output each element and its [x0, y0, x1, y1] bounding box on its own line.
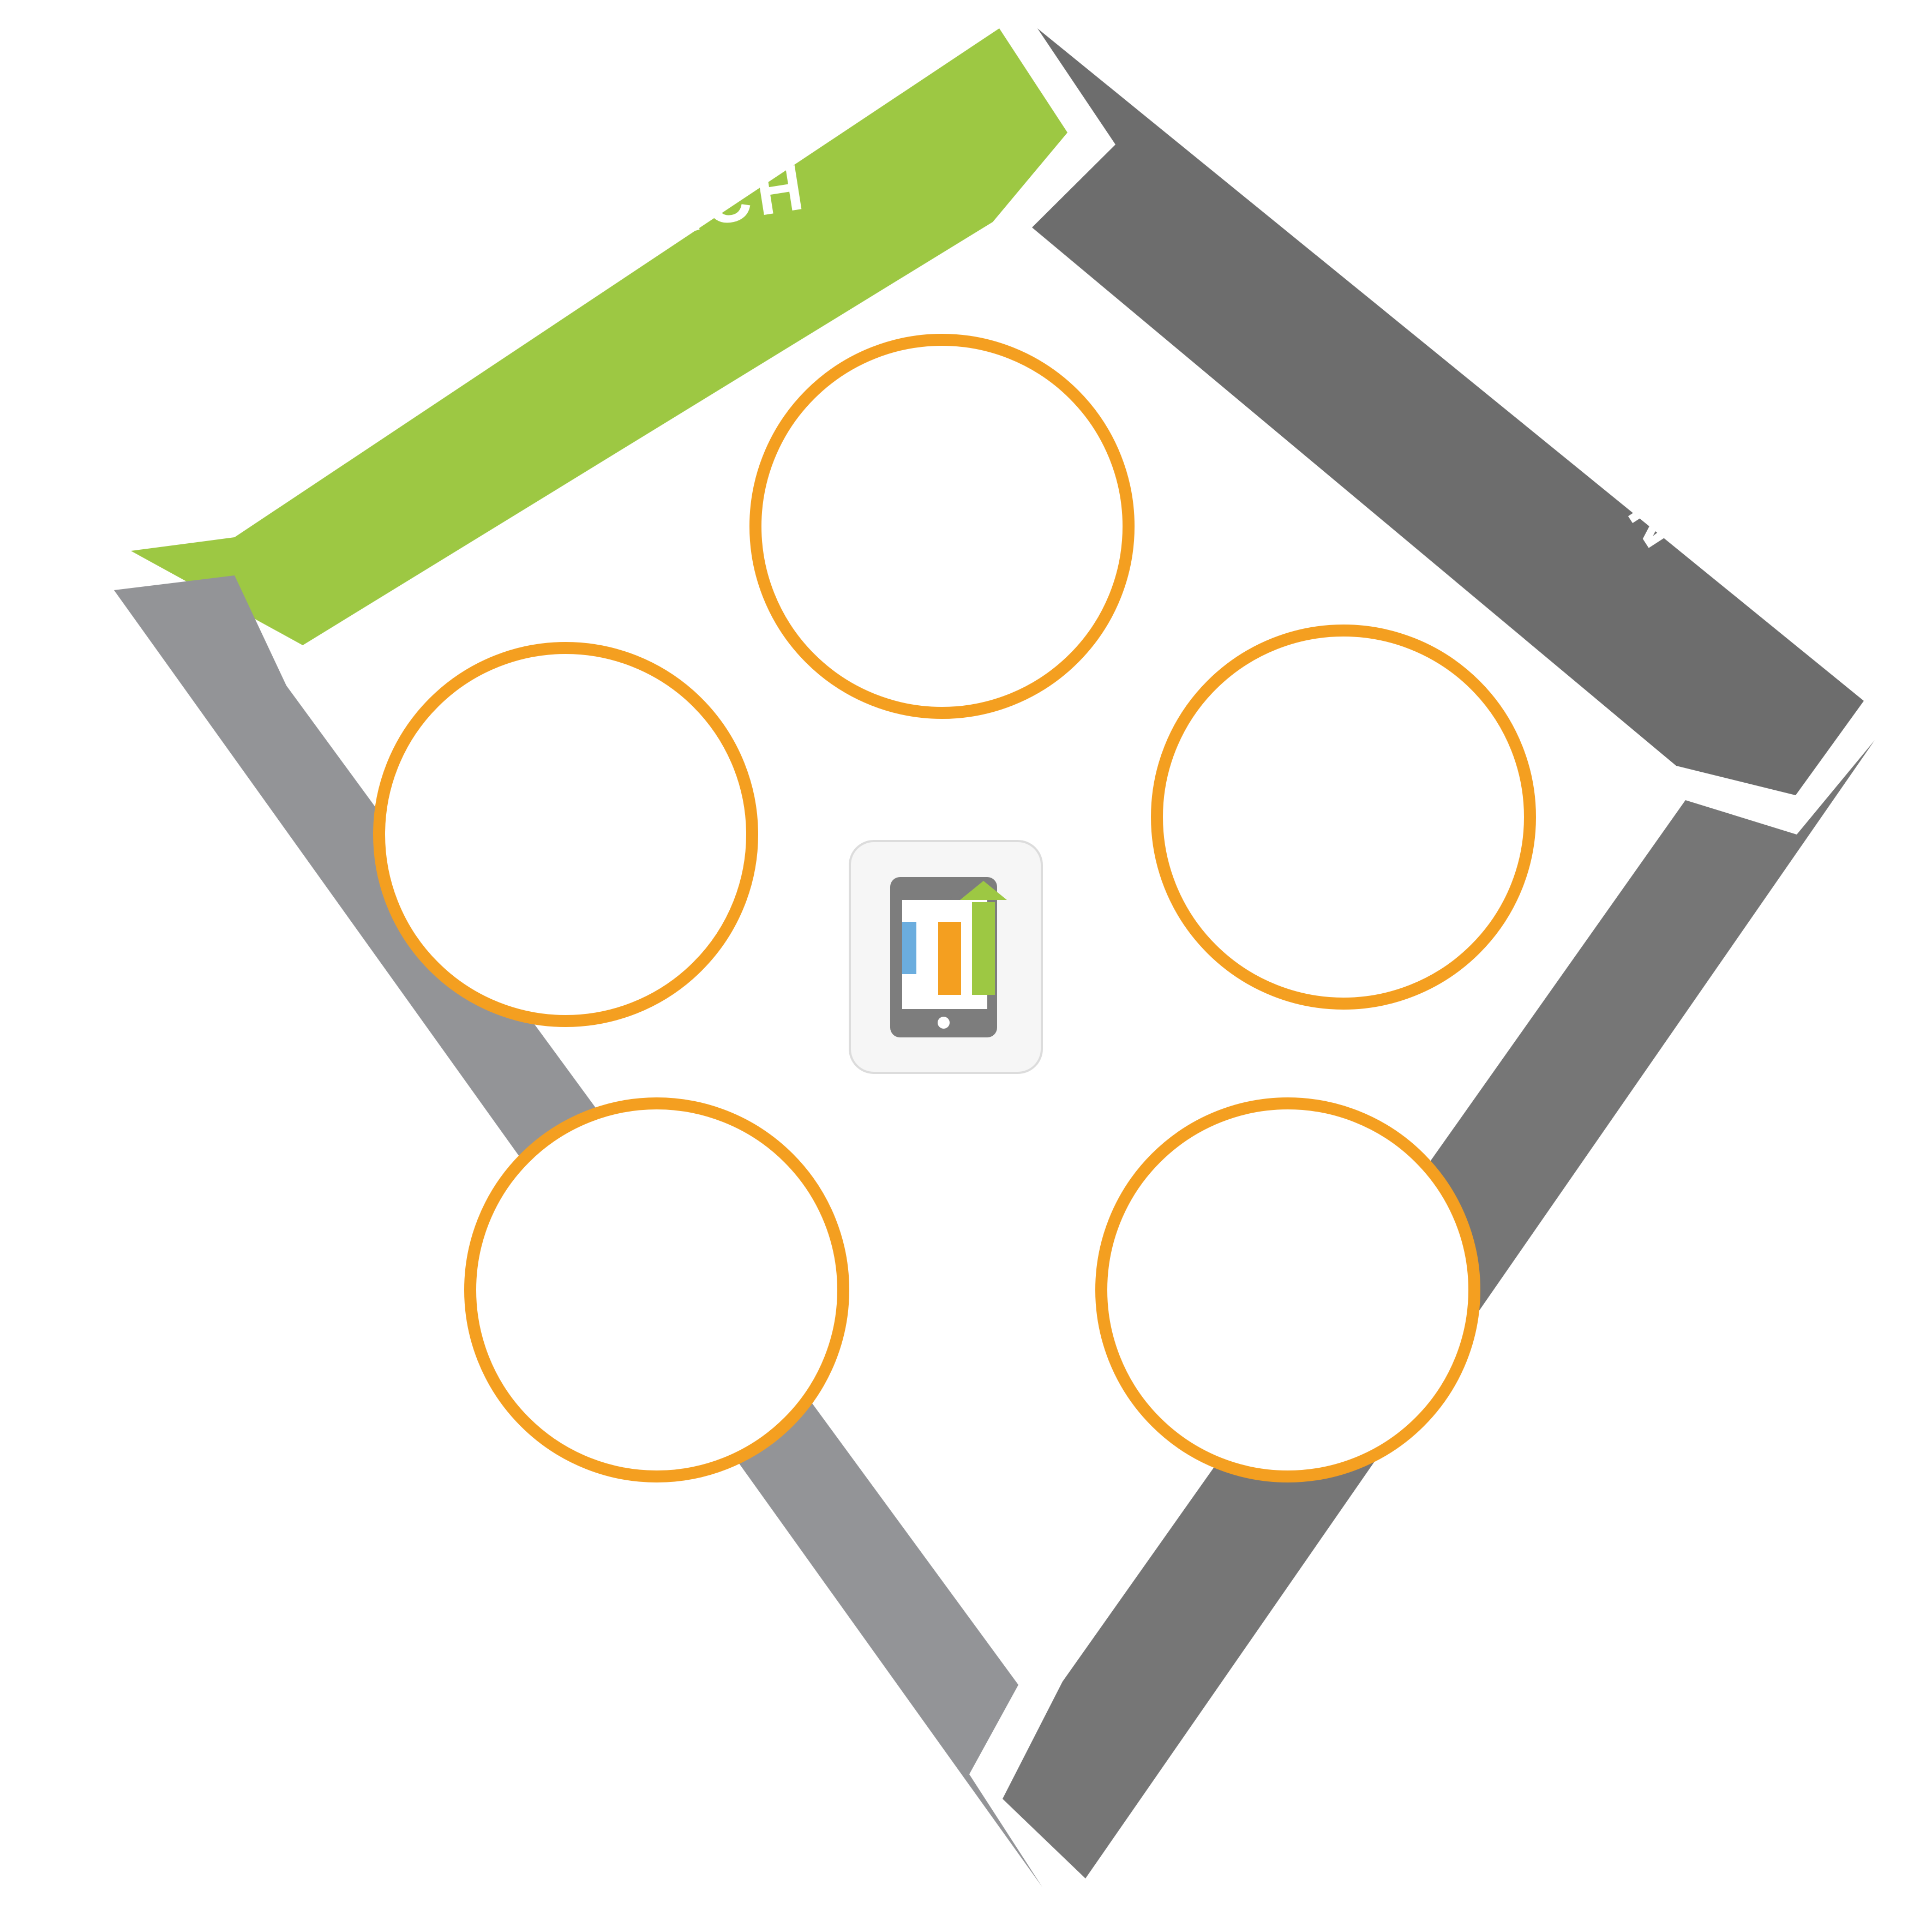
phase-circle-upper-right [1151, 625, 1536, 1010]
phase-circle-lower-left [464, 1097, 849, 1482]
phase-circle-top [749, 334, 1135, 719]
launch-segment [131, 28, 1067, 645]
design-segment [1032, 28, 1864, 795]
phase-circle-upper-left [373, 642, 758, 1027]
tablet-growth-chart-icon [849, 840, 1043, 1074]
phase-circle-lower-right [1095, 1097, 1480, 1482]
